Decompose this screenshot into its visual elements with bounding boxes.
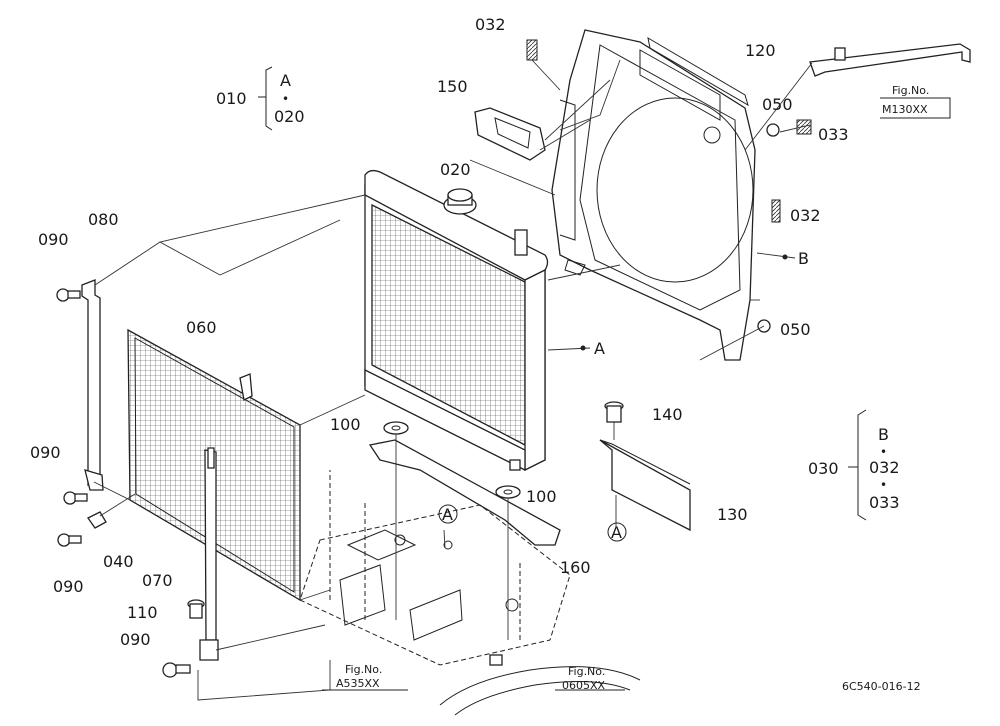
label-110: 110 bbox=[127, 603, 158, 622]
label-090-a: 090 bbox=[38, 230, 69, 249]
ref-dot-a bbox=[580, 345, 586, 351]
label-050-b: 050 bbox=[780, 320, 811, 339]
label-b-group: B bbox=[878, 425, 889, 444]
drawing-code: 6C540-016-12 bbox=[842, 680, 921, 693]
circle-a2-text: A bbox=[611, 523, 622, 542]
label-100-b: 100 bbox=[526, 487, 557, 506]
label-070: 070 bbox=[142, 571, 173, 590]
plate-160 bbox=[368, 439, 561, 546]
label-032-c: 032 bbox=[869, 458, 900, 477]
label-040: 040 bbox=[103, 552, 134, 571]
label-120: 120 bbox=[745, 41, 776, 60]
label-160: 160 bbox=[560, 558, 591, 577]
bracket-080 bbox=[81, 279, 104, 491]
label-060: 060 bbox=[186, 318, 217, 337]
label-140: 140 bbox=[652, 405, 683, 424]
group-dot-2: • bbox=[880, 445, 887, 459]
a535-title: Fig.No. bbox=[345, 663, 382, 676]
label-150: 150 bbox=[437, 77, 468, 96]
radiator bbox=[364, 169, 549, 472]
label-030: 030 bbox=[808, 459, 839, 478]
m130-code: M130XX bbox=[882, 103, 928, 116]
ref-circle-a1 bbox=[438, 504, 458, 524]
o605-title: Fig.No. bbox=[568, 665, 605, 678]
label-033-b: 033 bbox=[869, 493, 900, 512]
label-130: 130 bbox=[717, 505, 748, 524]
fan-shroud bbox=[551, 29, 756, 361]
label-050-a: 050 bbox=[762, 95, 793, 114]
label-090-d: 090 bbox=[120, 630, 151, 649]
bracket-130 bbox=[599, 439, 691, 532]
label-020-group: 020 bbox=[274, 107, 305, 126]
ref-dot-b bbox=[782, 254, 788, 260]
bracket-070 bbox=[199, 447, 219, 661]
bracket-150 bbox=[474, 107, 546, 161]
label-100-a: 100 bbox=[330, 415, 361, 434]
group-dot-3: • bbox=[880, 478, 887, 492]
label-033-a: 033 bbox=[818, 125, 849, 144]
label-020: 020 bbox=[440, 160, 471, 179]
label-090-b: 090 bbox=[30, 443, 61, 462]
label-a-ref: A bbox=[594, 339, 605, 358]
label-032-b: 032 bbox=[790, 206, 821, 225]
label-032-a: 032 bbox=[475, 15, 506, 34]
label-080: 080 bbox=[88, 210, 119, 229]
o605-code: 0605XX bbox=[562, 679, 606, 692]
a535-code: A535XX bbox=[336, 677, 380, 690]
label-090-c: 090 bbox=[53, 577, 84, 596]
label-010: 010 bbox=[216, 89, 247, 108]
circle-a1-text: A bbox=[442, 505, 453, 524]
m130-title: Fig.No. bbox=[892, 84, 929, 97]
bolts-and-pads bbox=[56, 39, 812, 678]
label-a-group: A bbox=[280, 71, 291, 90]
group-dot-1: • bbox=[282, 92, 289, 106]
label-b-ref: B bbox=[798, 249, 809, 268]
frame-0605 bbox=[439, 654, 641, 716]
leader-lines bbox=[93, 59, 951, 701]
ref-circle-a2 bbox=[607, 522, 627, 542]
support-stay bbox=[809, 43, 971, 77]
part-labels: 010 A • 020 032 120 150 020 050 033 032 … bbox=[30, 15, 929, 693]
